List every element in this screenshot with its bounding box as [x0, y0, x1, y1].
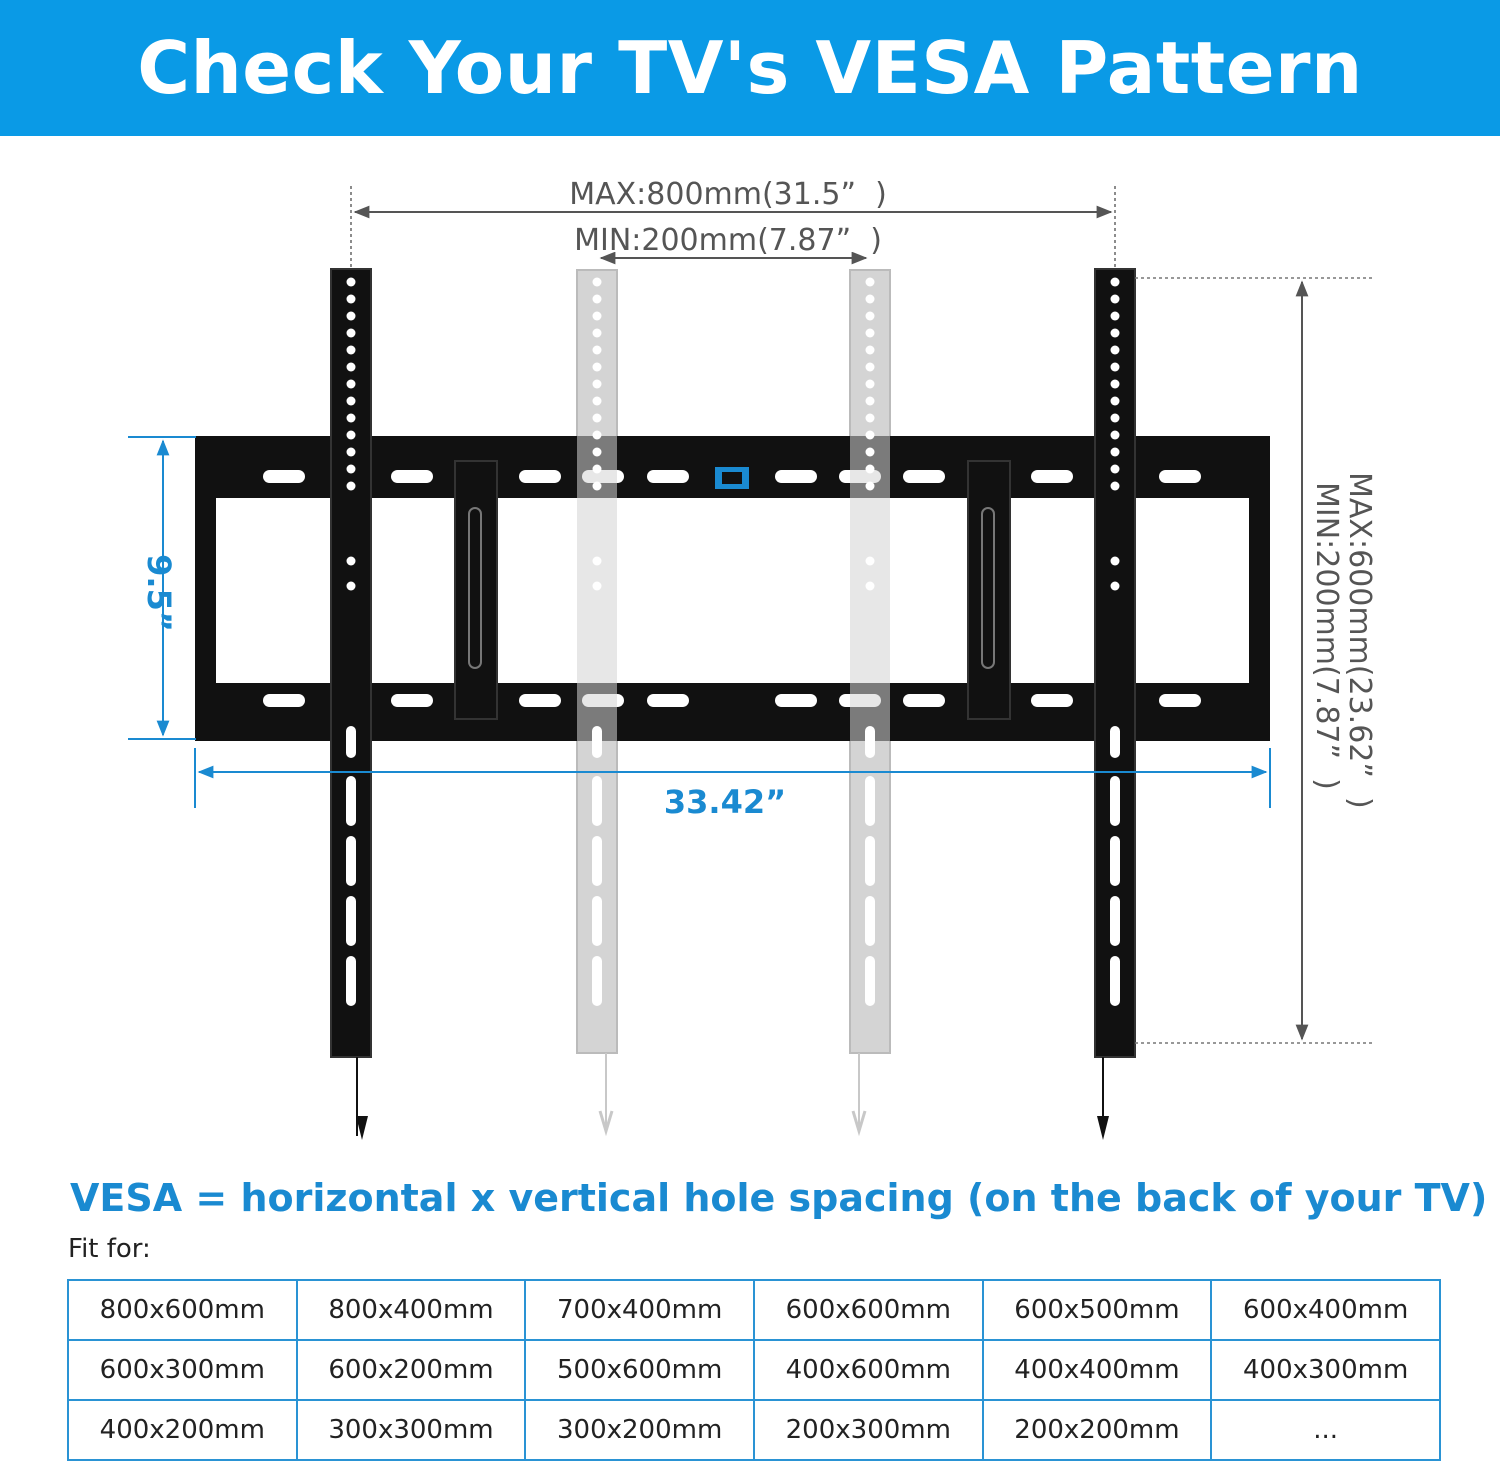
label-min-height: MIN:200mm(7.87” ) [1309, 482, 1344, 790]
table-cell: 300x300mm [295, 1399, 527, 1461]
dimension-height: MAX:600mm(23.62” ) MIN:200mm(7.87” ) [1135, 277, 1377, 1044]
table-cell: 600x600mm [752, 1279, 984, 1341]
page-title: Check Your TV's VESA Pattern [137, 26, 1363, 110]
frame-slots-bottom [263, 694, 1201, 707]
table-cell: ... [1210, 1399, 1441, 1461]
dimension-frame-height: 9.5” [128, 436, 196, 740]
table-cell: 800x400mm [295, 1279, 527, 1341]
label-frame-height: 9.5” [140, 554, 178, 632]
label-max-width: MAX:800mm(31.5” ) [569, 177, 887, 212]
dimension-frame-width: 33.42” [194, 748, 1271, 821]
mount-diagram: MAX:800mm(31.5” ) MIN:200mm(7.87” ) MAX:… [128, 176, 1377, 1140]
table-cell: 600x200mm [295, 1339, 527, 1401]
label-frame-width: 33.42” [664, 783, 786, 821]
table-cell: 600x300mm [67, 1339, 298, 1401]
table-cell: 400x200mm [67, 1399, 298, 1461]
label-min-width: MIN:200mm(7.87” ) [574, 223, 882, 258]
table-cell: 200x300mm [752, 1399, 984, 1461]
dimension-max-width: MAX:800mm(31.5” ) [350, 176, 1116, 270]
table-cell: 700x400mm [524, 1279, 755, 1341]
inner-arm-holes [592, 277, 875, 1006]
table-cell: 400x300mm [1210, 1339, 1441, 1401]
fit-for-label: Fit for: [68, 1234, 151, 1264]
table-cell: 500x600mm [524, 1339, 755, 1401]
label-max-height: MAX:600mm(23.62” ) [1342, 472, 1377, 809]
table-cell: 400x600mm [752, 1339, 984, 1401]
outer-arm-holes [346, 277, 1120, 1006]
header-banner: Check Your TV's VESA Pattern [0, 0, 1500, 136]
dimension-min-width: MIN:200mm(7.87” ) [573, 222, 885, 265]
table-cell: 400x400mm [981, 1339, 1213, 1401]
vesa-definition: VESA = horizontal x vertical hole spacin… [70, 1176, 1488, 1220]
table-cell: 800x600mm [67, 1279, 298, 1341]
table-cell: 600x400mm [1210, 1279, 1441, 1341]
table-cell: 200x200mm [981, 1399, 1213, 1461]
table-cell: 600x500mm [981, 1279, 1213, 1341]
table-cell: 300x200mm [524, 1399, 755, 1461]
brand-logo [715, 467, 749, 489]
